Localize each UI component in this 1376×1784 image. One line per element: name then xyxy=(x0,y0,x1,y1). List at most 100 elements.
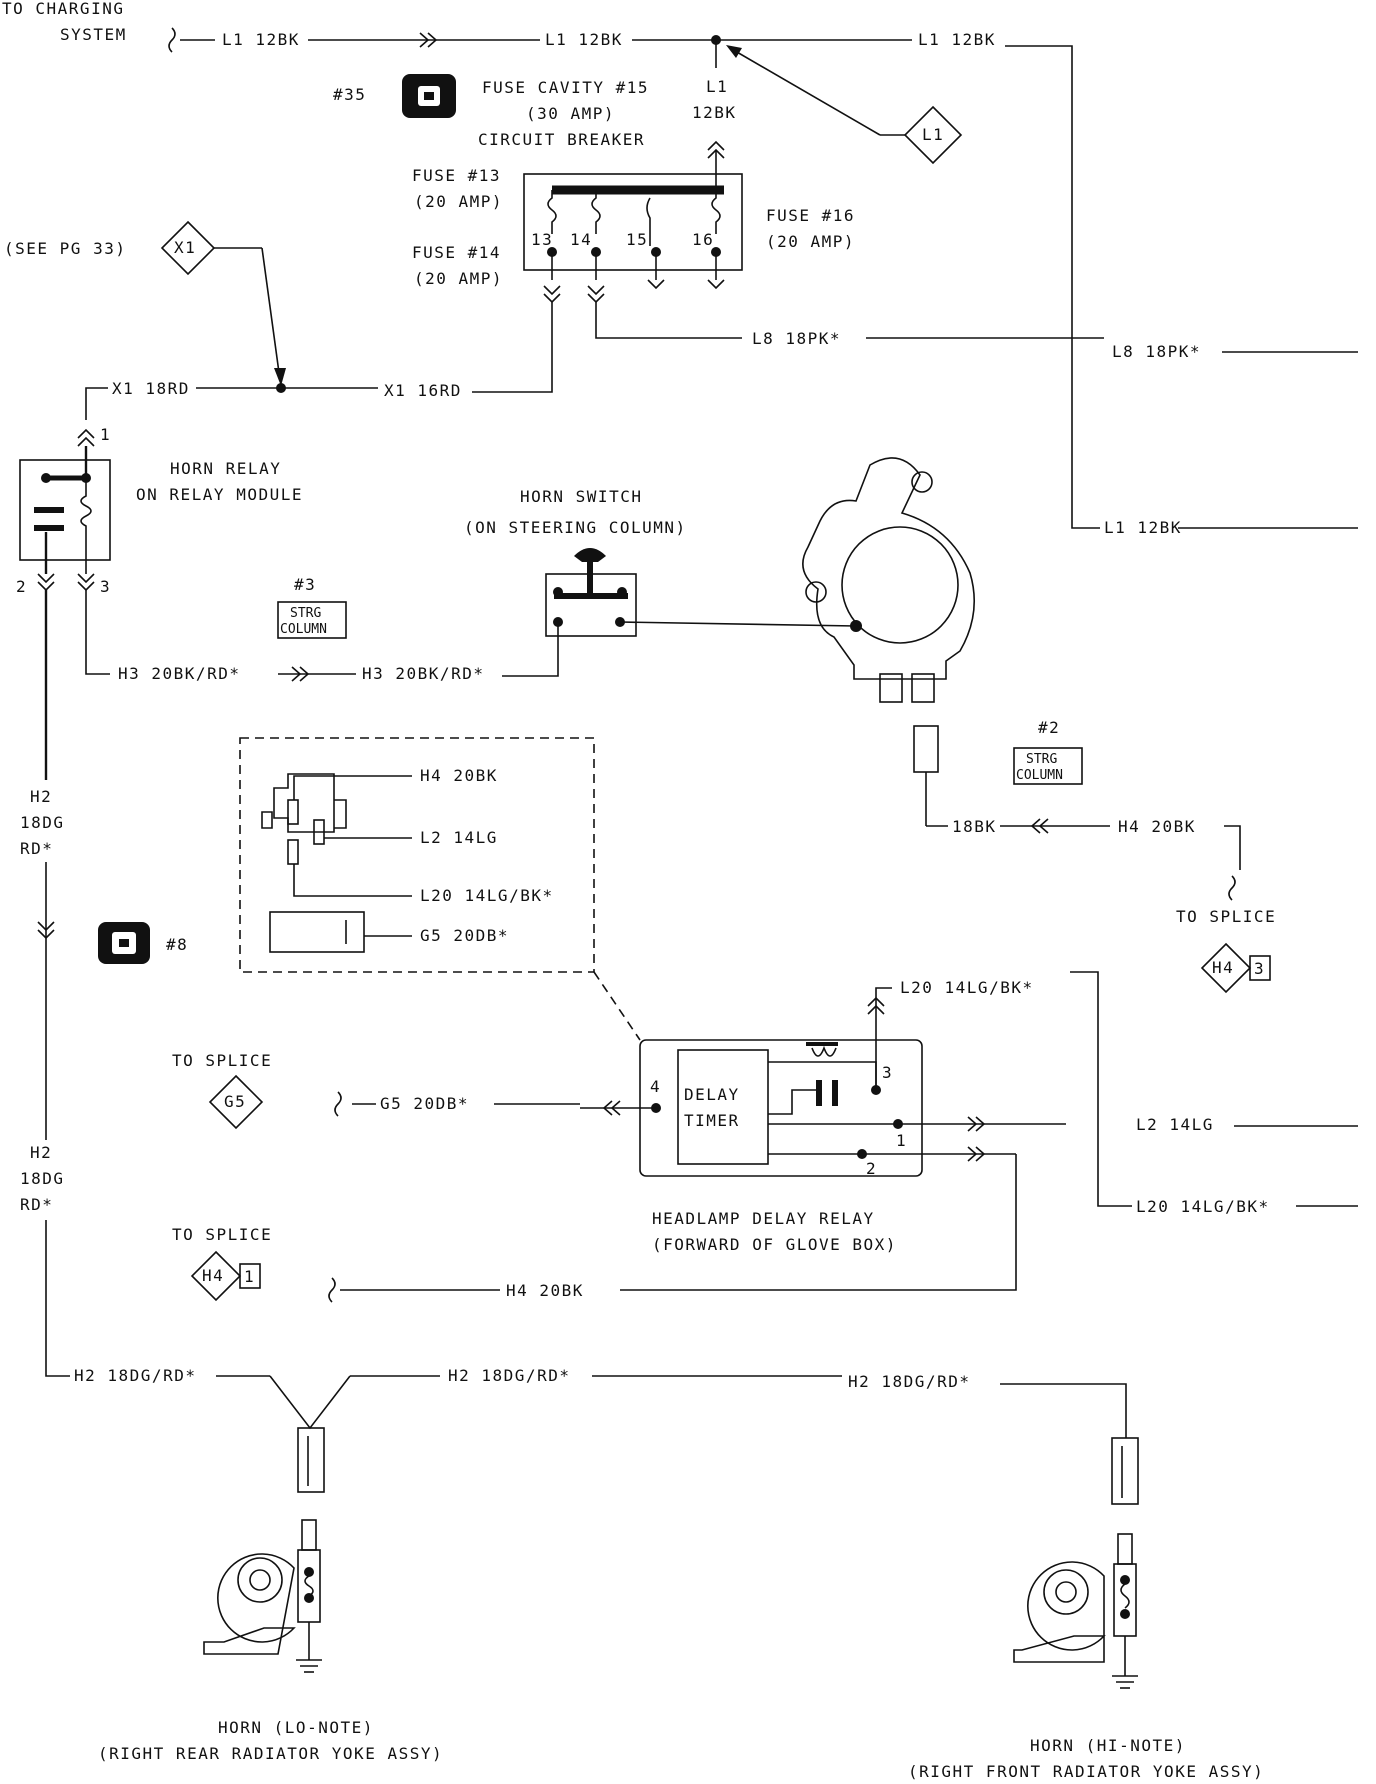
delay-timer-box xyxy=(677,1049,769,1165)
x1-diamond xyxy=(160,220,216,276)
to-charging-label: TO CHARGING xyxy=(2,0,124,18)
wire-label-l8-b: L8 18PK* xyxy=(1112,342,1201,361)
horn-connector xyxy=(297,1427,325,1493)
wire-break-symbol xyxy=(328,1277,336,1303)
horn-lo-title: HORN (LO-NOTE) xyxy=(218,1718,374,1737)
wire-break-symbol xyxy=(334,1091,342,1117)
inset-leader xyxy=(593,971,641,1041)
conn-35-label: #35 xyxy=(333,85,366,104)
inline-connector xyxy=(967,1146,986,1162)
inline-connector xyxy=(77,428,95,447)
inline-connector xyxy=(543,285,561,304)
see-pg-label: (SEE PG 33) xyxy=(4,239,126,258)
h4-splice-diamond xyxy=(1200,942,1252,994)
fuse-14 xyxy=(591,190,601,234)
wire-l1-right xyxy=(1005,45,1100,529)
fuse-block xyxy=(523,173,743,271)
inline-connector xyxy=(419,32,438,48)
circuit-breaker-label: CIRCUIT BREAKER xyxy=(478,130,645,149)
horn-lo-note-icon xyxy=(203,1553,296,1655)
wire-label-h4-bottom: H4 20BK xyxy=(506,1281,584,1300)
l1-vert-label: L1 xyxy=(706,77,728,96)
h4-splice-label: H4 xyxy=(1212,958,1234,977)
wire-label-x1-16: X1 16RD xyxy=(384,381,462,400)
clockspring-ring xyxy=(841,526,959,644)
wire-x1-18rd xyxy=(85,387,108,420)
clockspring-terminal xyxy=(879,673,903,703)
switch-contact xyxy=(553,587,563,597)
relay-terminal xyxy=(893,1119,903,1129)
wire-break-symbol xyxy=(168,27,176,53)
wire-label-l1-right: L1 12BK xyxy=(1104,518,1182,537)
wire-h2 xyxy=(45,1220,70,1377)
to-splice-label: TO SPLICE xyxy=(172,1051,272,1070)
horn-bell-center xyxy=(1055,1581,1077,1603)
fuse-num: 13 xyxy=(531,230,553,249)
switch-contact xyxy=(553,617,563,627)
horn-lo-subtitle: (RIGHT REAR RADIATOR YOKE ASSY) xyxy=(98,1744,443,1763)
system-label: SYSTEM xyxy=(60,25,127,44)
inset-wire-label: H4 20BK xyxy=(420,766,498,785)
horn-bell xyxy=(1043,1569,1089,1615)
wire-label-h2: H2 xyxy=(30,787,52,806)
detail-terminal xyxy=(287,839,299,865)
relay-pin-1: 1 xyxy=(896,1131,907,1150)
wire-label-h2-bottom: H2 18DG/RD* xyxy=(848,1372,970,1391)
splice-num: 1 xyxy=(244,1267,255,1286)
connector-plug xyxy=(913,725,939,773)
fuse-num: 14 xyxy=(570,230,592,249)
g5-splice-label: G5 xyxy=(224,1092,246,1111)
horn-terminal xyxy=(304,1593,314,1603)
pointer-line xyxy=(261,247,281,381)
wire-switch-to-clockspring xyxy=(619,621,857,627)
connector-chevron xyxy=(647,279,665,290)
relay-pin-3: 3 xyxy=(100,577,111,596)
g5-splice-diamond xyxy=(208,1074,264,1130)
detail-relay-body xyxy=(269,911,365,953)
horn-bell-center xyxy=(249,1569,271,1591)
relay-pin-3: 3 xyxy=(882,1063,893,1082)
wire-label-l1: L1 12BK xyxy=(222,30,300,49)
horn-coil-icon xyxy=(304,1575,314,1597)
fuse-15 xyxy=(646,197,651,246)
horn-hi-title: HORN (HI-NOTE) xyxy=(1030,1736,1186,1755)
l1-diamond xyxy=(903,105,963,165)
switch-contact xyxy=(617,587,627,597)
horn-switch-button[interactable] xyxy=(574,548,606,562)
fuse14-amp: (20 AMP) xyxy=(414,269,503,288)
horn-terminal xyxy=(1120,1575,1130,1585)
wire-l8 xyxy=(595,302,742,339)
splice-num: 3 xyxy=(1254,959,1265,978)
relay-contact xyxy=(41,473,51,483)
wire-label-l1: L1 12BK xyxy=(545,30,623,49)
horn-terminal-tab xyxy=(301,1519,317,1551)
wire-label-h2: RD* xyxy=(20,839,53,858)
detail-latch xyxy=(261,811,273,829)
detail-terminal xyxy=(313,819,325,845)
wire-label-h3: H3 20BK/RD* xyxy=(118,664,240,683)
wire-label-l8: L8 18PK* xyxy=(752,329,841,348)
wire-x1-16rd xyxy=(472,302,553,393)
wire-l20 xyxy=(875,987,892,1090)
detail-connector-tab xyxy=(334,799,347,829)
splice-num-box xyxy=(239,1263,261,1289)
inline-connector xyxy=(602,1100,621,1116)
wire-h2-bottom xyxy=(1000,1383,1127,1438)
fuse14-label: FUSE #14 xyxy=(412,243,501,262)
wire-label-g5: G5 20DB* xyxy=(380,1094,469,1113)
inline-connector xyxy=(77,573,95,592)
l1-vert-label-2: 12BK xyxy=(692,103,737,122)
headlamp-delay-relay xyxy=(639,1039,923,1177)
pointer-line xyxy=(729,47,881,136)
connector-detail-inset xyxy=(239,737,595,973)
wire-l20 xyxy=(1070,971,1132,1207)
clockspring-hole xyxy=(805,581,827,603)
connector-icon-pin xyxy=(119,939,129,947)
strg-label: STRG xyxy=(290,606,321,621)
wire-label-x1-18: X1 18RD xyxy=(112,379,190,398)
conn-8-label: #8 xyxy=(166,935,188,954)
wire-label-l20: L20 14LG/BK* xyxy=(900,978,1034,997)
fuse-num: 15 xyxy=(626,230,648,249)
wire-label-h2: 18DG xyxy=(20,813,65,832)
